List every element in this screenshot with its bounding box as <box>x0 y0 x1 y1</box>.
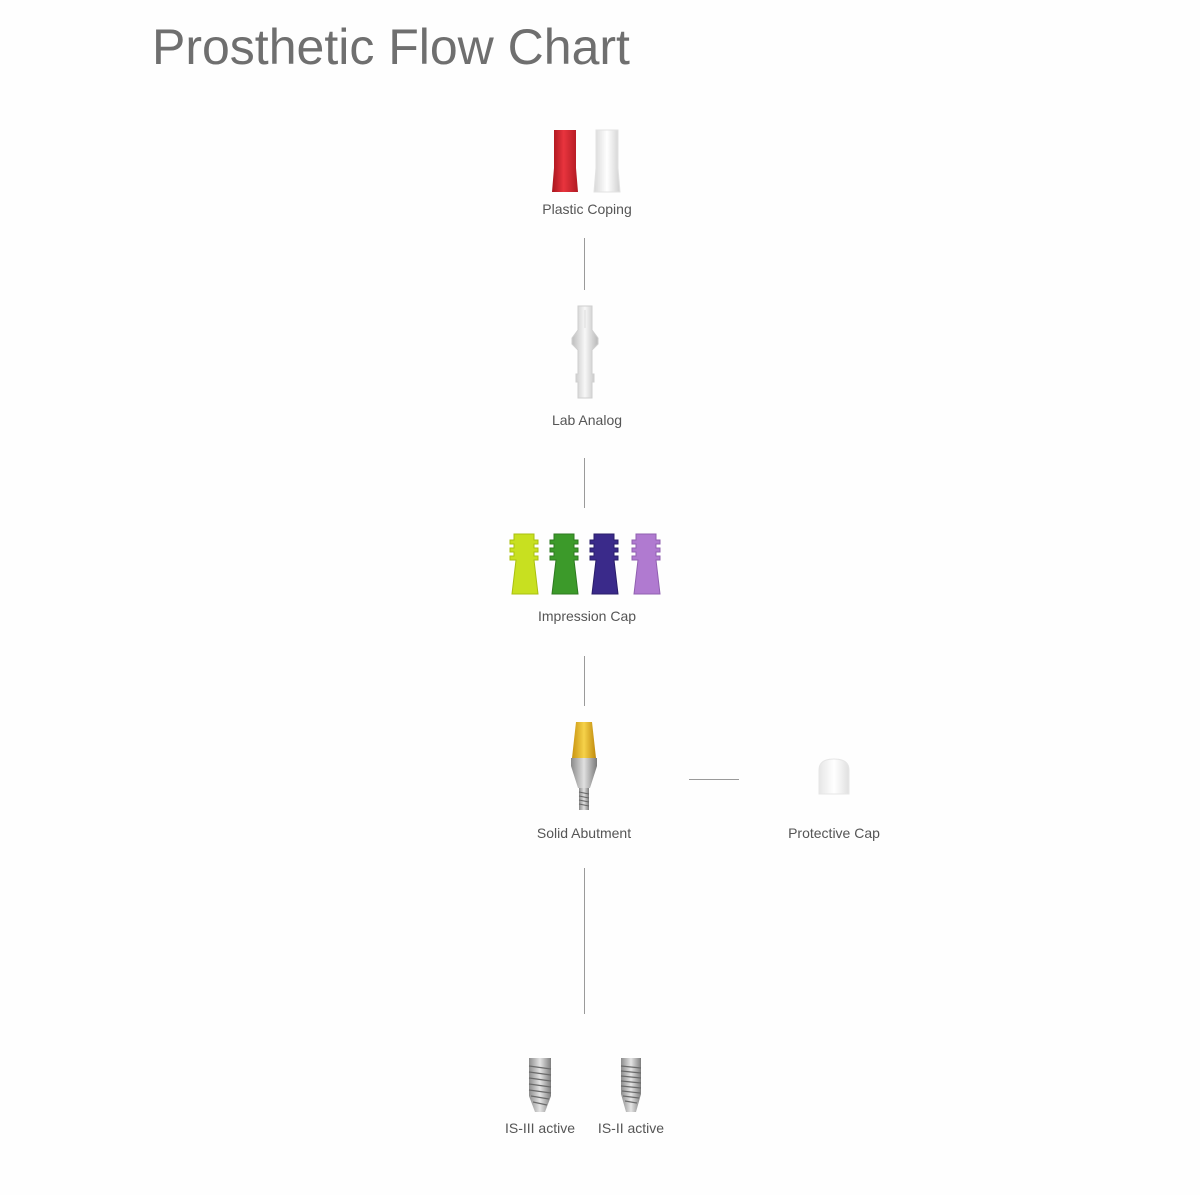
lab-analog-image <box>568 304 602 402</box>
connector-line <box>584 656 585 706</box>
connector-line <box>584 238 585 290</box>
is3-active-implant-image <box>525 1056 555 1116</box>
lab-analog-label: Lab Analog <box>551 412 623 428</box>
page-title: Prosthetic Flow Chart <box>152 19 630 75</box>
plastic-coping-image <box>548 128 628 196</box>
is2-active-label: IS-II active <box>597 1120 665 1136</box>
connector-line <box>584 868 585 1014</box>
is2-active-implant-image <box>616 1056 646 1116</box>
connector-line <box>584 458 585 508</box>
impression-cap-image <box>508 530 672 598</box>
impression-cap-label: Impression Cap <box>537 608 637 624</box>
plastic-coping-label: Plastic Coping <box>542 201 632 217</box>
protective-cap-image <box>816 756 852 796</box>
is3-active-label: IS-III active <box>504 1120 576 1136</box>
solid-abutment-label: Solid Abutment <box>536 825 632 841</box>
connector-line <box>689 779 739 780</box>
solid-abutment-image <box>566 720 602 814</box>
protective-cap-label: Protective Cap <box>788 825 880 841</box>
